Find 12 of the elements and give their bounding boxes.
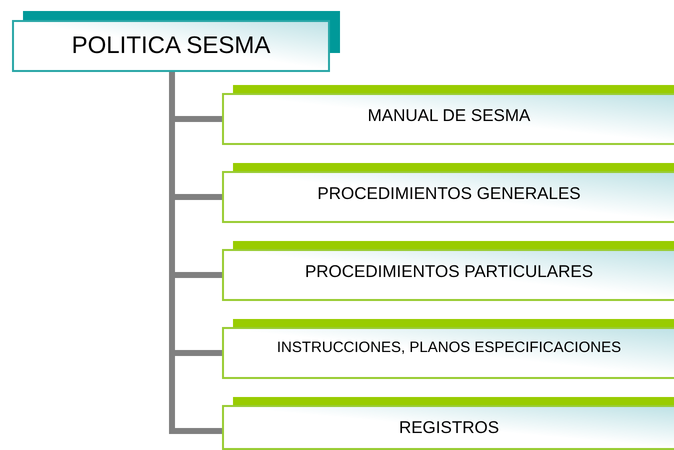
- node-label: PROCEDIMIENTOS PARTICULARES: [304, 261, 594, 283]
- root-box: [12, 20, 330, 72]
- node-label: POLITICA SESMA: [72, 31, 270, 61]
- document-box: [222, 171, 674, 223]
- document-box: [222, 93, 674, 145]
- node-label: INSTRUCCIONES, PLANOS ESPECIFICACIONES: [276, 338, 622, 358]
- document-box: [222, 249, 674, 301]
- node-label: REGISTROS: [398, 417, 500, 439]
- document-box: [222, 405, 674, 450]
- node-label: MANUAL DE SESMA: [368, 105, 530, 127]
- node-label: PROCEDIMIENTOS GENERALES: [317, 183, 581, 205]
- document-box: [222, 327, 674, 379]
